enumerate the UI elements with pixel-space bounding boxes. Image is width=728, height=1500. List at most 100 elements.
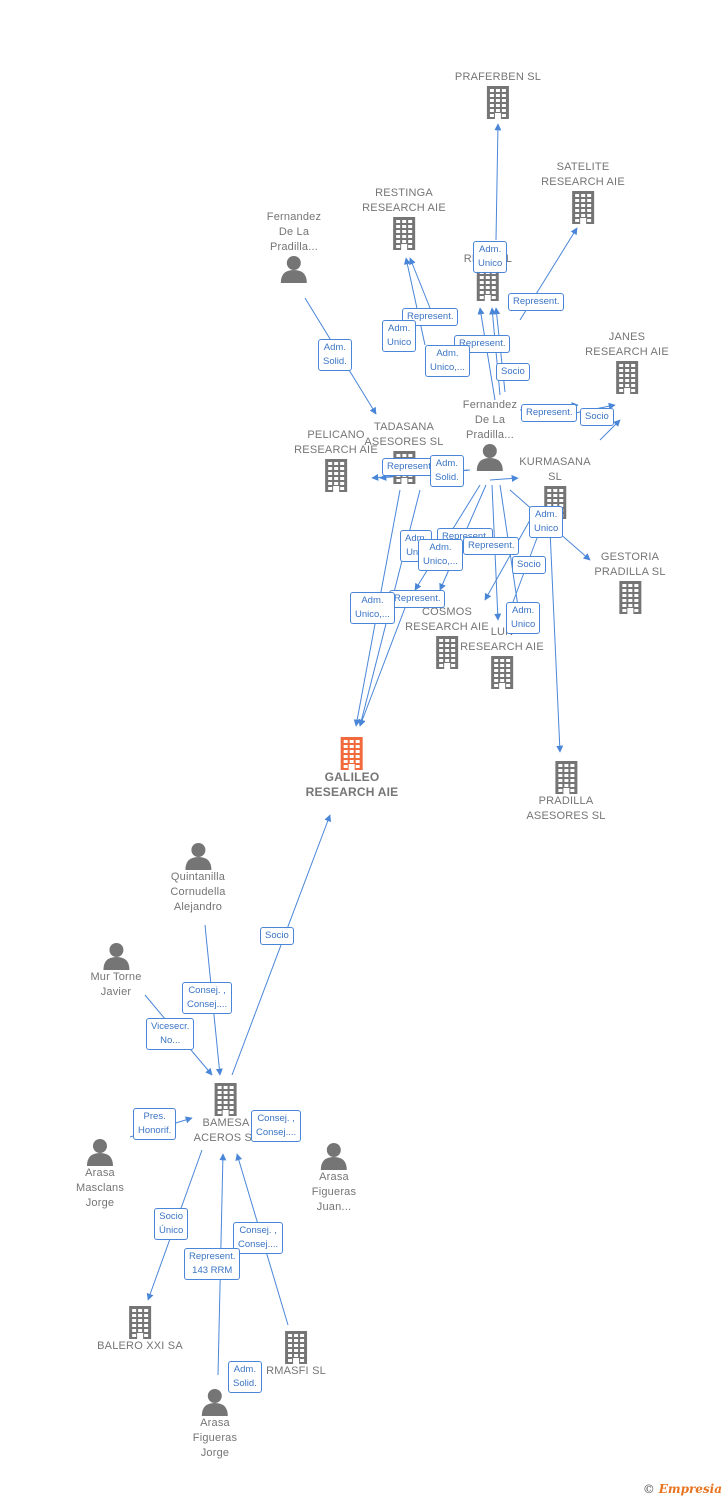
relation-badge[interactable]: Adm. Unico xyxy=(473,241,508,273)
node-label: KURMASANA SL xyxy=(519,456,591,483)
node-label: Mur Torne Javier xyxy=(90,971,142,998)
relation-badge[interactable]: Consej. , Consej.... xyxy=(233,1222,284,1254)
person-icon xyxy=(463,443,517,471)
company-node-restinga[interactable]: RESTINGA RESEARCH AIE xyxy=(362,186,446,250)
person-icon xyxy=(90,942,141,970)
brand-name: Empresia xyxy=(658,1482,722,1496)
relation-edge xyxy=(403,257,426,346)
relation-badge[interactable]: Pres. Honorif. xyxy=(133,1108,177,1140)
building-icon xyxy=(266,1330,326,1364)
node-label: COSMOS RESEARCH AIE xyxy=(405,606,489,633)
company-node-pelicano[interactable]: PELICANO RESEARCH AIE xyxy=(294,428,378,492)
node-label: RESTINGA RESEARCH AIE xyxy=(362,187,446,214)
person-icon xyxy=(76,1138,124,1166)
node-label: PRADILLA ASESORES SL xyxy=(526,795,606,822)
node-label: Quintanilla Cornudella Alejandro xyxy=(170,871,226,913)
node-label: BALERO XXI SA xyxy=(97,1340,183,1352)
person-icon xyxy=(312,1142,356,1170)
node-label: Fernandez De La Pradilla... xyxy=(462,399,518,441)
company-node-pradilla[interactable]: PRADILLA ASESORES SL xyxy=(526,760,605,824)
company-node-balero[interactable]: BALERO XXI SA xyxy=(97,1305,183,1354)
relation-badge[interactable]: Adm. Solid. xyxy=(228,1361,262,1393)
relation-edge xyxy=(484,519,531,601)
node-label: GESTORIA PRADILLA SL xyxy=(594,551,666,578)
relation-badge[interactable]: Adm. Solid. xyxy=(430,455,464,487)
company-node-cosmos[interactable]: COSMOS RESEARCH AIE xyxy=(405,605,489,669)
person-node-mur[interactable]: Mur Torne Javier xyxy=(90,942,141,1000)
relation-badge[interactable]: Adm. Unico xyxy=(529,506,564,538)
relation-badge[interactable]: Adm. Unico,... xyxy=(350,592,395,624)
node-label: PRAFERBEN SL xyxy=(454,71,542,83)
company-node-galileo[interactable]: GALILEO RESEARCH AIE xyxy=(306,736,399,800)
node-label: GALILEO RESEARCH AIE xyxy=(305,770,399,799)
relation-edge xyxy=(494,123,502,241)
relation-edge xyxy=(599,419,621,441)
person-node-fernandez2[interactable]: Fernandez De La Pradilla... xyxy=(463,398,517,471)
company-node-luna[interactable]: LUN RESEARCH AIE xyxy=(460,625,544,689)
building-icon xyxy=(460,655,544,689)
person-icon xyxy=(193,1388,237,1416)
node-label: TADASANA ASESORES SL xyxy=(364,421,444,448)
relation-badge[interactable]: Adm. Unico,... xyxy=(418,539,463,571)
building-icon xyxy=(362,216,446,250)
person-node-arasa_m[interactable]: Arasa Masclans Jorge xyxy=(76,1138,124,1211)
relation-badge[interactable]: Socio Único xyxy=(154,1208,189,1240)
node-label: PELICANO RESEARCH AIE xyxy=(294,429,378,456)
company-node-gestoria[interactable]: GESTORIA PRADILLA SL xyxy=(594,550,665,614)
building-icon xyxy=(294,458,378,492)
building-icon xyxy=(526,760,605,794)
building-icon xyxy=(585,360,669,394)
node-label: Fernandez De La Pradilla... xyxy=(266,211,322,253)
copyright-symbol: © xyxy=(642,1482,655,1496)
person-icon xyxy=(267,255,321,283)
relation-badge[interactable]: Represent. xyxy=(521,404,578,422)
relation-badge[interactable]: Socio xyxy=(496,363,530,381)
company-node-bamesa[interactable]: BAMESA ACEROS SL xyxy=(194,1082,259,1146)
node-label: Arasa Figueras Jorge xyxy=(192,1417,238,1459)
relation-badge[interactable]: Vicesecr. No... xyxy=(146,1018,195,1050)
person-icon xyxy=(170,842,225,870)
company-node-satelite[interactable]: SATELITE RESEARCH AIE xyxy=(541,160,625,224)
building-icon xyxy=(455,85,541,119)
relation-badge[interactable]: Adm. Unico,... xyxy=(425,345,470,377)
relation-badge[interactable]: Consej. , Consej.... xyxy=(182,982,233,1014)
person-node-quintanilla[interactable]: Quintanilla Cornudella Alejandro xyxy=(170,842,225,915)
node-label: Arasa Figueras Juan... xyxy=(311,1171,357,1213)
building-icon xyxy=(194,1082,259,1116)
relation-edge xyxy=(358,599,409,727)
relation-badge[interactable]: Represent. 143 RRM xyxy=(184,1248,241,1280)
relation-edge xyxy=(231,814,332,1076)
relation-badge[interactable]: Represent. xyxy=(402,308,459,326)
relation-badge[interactable]: Consej. , Consej.... xyxy=(251,1110,302,1142)
building-icon xyxy=(97,1305,183,1339)
node-label: Arasa Masclans Jorge xyxy=(75,1167,125,1209)
company-node-armasfi[interactable]: RMASFI SL xyxy=(266,1330,326,1379)
node-label: JANES RESEARCH AIE xyxy=(585,331,669,358)
relation-badge[interactable]: Adm. Unico xyxy=(382,320,417,352)
node-label: RMASFI SL xyxy=(266,1365,326,1377)
building-icon xyxy=(464,267,512,301)
person-node-fernandez1[interactable]: Fernandez De La Pradilla... xyxy=(267,210,321,283)
relation-badge[interactable]: Socio xyxy=(580,408,614,426)
relation-edge xyxy=(409,257,431,309)
node-label: BAMESA ACEROS SL xyxy=(193,1117,259,1144)
company-node-janes[interactable]: JANES RESEARCH AIE xyxy=(585,330,669,394)
relation-edge xyxy=(489,474,519,482)
relation-badge[interactable]: Socio xyxy=(512,556,546,574)
relation-badge[interactable]: Adm. Solid. xyxy=(318,339,352,371)
person-node-arasa_f_juan[interactable]: Arasa Figueras Juan... xyxy=(312,1142,356,1215)
building-icon xyxy=(594,580,665,614)
node-label: SATELITE RESEARCH AIE xyxy=(541,161,625,188)
relation-badge[interactable]: Represent. xyxy=(463,537,520,555)
footer-brand[interactable]: © Empresia xyxy=(643,1482,722,1496)
company-node-praferben[interactable]: PRAFERBEN SL xyxy=(455,70,541,119)
person-node-arasa_f_jorge[interactable]: Arasa Figueras Jorge xyxy=(193,1388,237,1461)
relation-badge[interactable]: Socio xyxy=(260,927,294,945)
building-icon xyxy=(306,736,399,770)
relation-edge xyxy=(549,529,564,753)
relation-badge[interactable]: Represent. xyxy=(508,293,565,311)
relation-badge[interactable]: Represent. xyxy=(389,590,446,608)
building-icon xyxy=(541,190,625,224)
relation-badge[interactable]: Adm. Unico xyxy=(506,602,541,634)
